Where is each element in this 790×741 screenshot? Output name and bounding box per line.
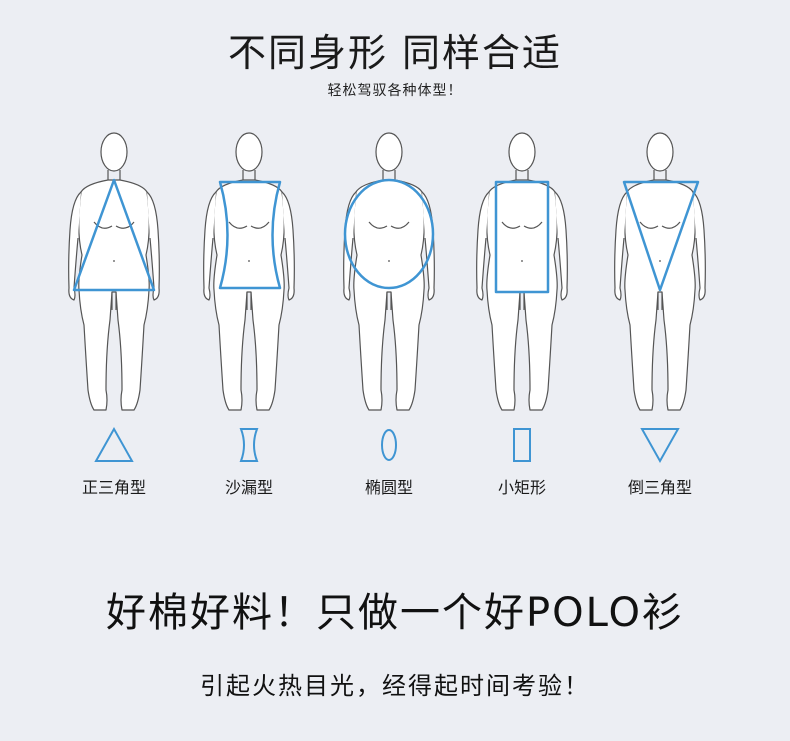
page-title: 不同身形 同样合适 (227, 31, 563, 75)
overlay-triangle (72, 178, 156, 292)
label-hourglass: 沙漏型 (224, 478, 273, 497)
overlay-inverted-triangle (622, 180, 700, 292)
figure-rectangle (476, 132, 568, 411)
overlay-rectangle (494, 180, 550, 294)
rectangle-icon (513, 428, 531, 462)
body-figures (68, 132, 706, 411)
overlay-hourglass (218, 180, 282, 290)
headline: 好棉好料！只做一个好POLO衫 (106, 590, 684, 636)
figure-hourglass (203, 132, 295, 411)
page-subtitle: 轻松驾驭各种体型！ (327, 83, 463, 99)
label-oval: 椭圆型 (364, 478, 413, 497)
label-triangle: 正三角型 (81, 478, 146, 497)
triangle-icon (94, 426, 134, 462)
figure-triangle (68, 132, 160, 411)
label-inverted-triangle: 倒三角型 (627, 478, 692, 497)
oval-icon (381, 429, 397, 461)
label-rectangle: 小矩形 (497, 478, 546, 497)
overlay-oval (343, 178, 435, 290)
inverted-triangle-icon (640, 428, 680, 464)
tagline: 引起火热目光，经得起时间考验！ (200, 672, 590, 700)
figure-inverted-triangle (614, 132, 706, 411)
hourglass-icon (239, 428, 259, 462)
